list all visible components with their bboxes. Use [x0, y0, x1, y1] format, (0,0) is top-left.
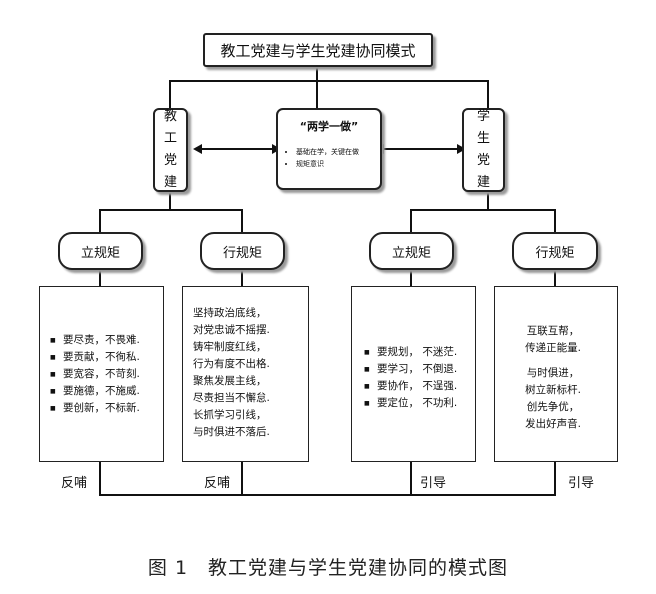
faculty-party-char: 教 — [163, 109, 177, 124]
figure-caption: 图 1 教工党建与学生党建协同的模式图 — [147, 557, 509, 579]
connector-line — [200, 148, 274, 150]
diagram-title-box: 教工党建与学生党建协同模式 — [203, 33, 433, 67]
rules-box-2: 坚持政治底线， 对党忠诚不摇摆. 铸牢制度红线， 行为有度不出格. 聚焦发展主线… — [182, 286, 309, 462]
rule-item: 要创新，不标新. — [50, 400, 163, 417]
footer-label-feedback-left: 反哺 — [61, 472, 88, 491]
faculty-party-node: 教工党建 — [153, 108, 188, 192]
rule-item: 创先争优， — [526, 401, 580, 413]
rules-box-1: 要尽责，不畏难. 要贡献，不徇私. 要宽容，不苛刻. 要施德，不施威. 要创新，… — [39, 286, 164, 462]
connector-line — [99, 209, 101, 232]
connector-line — [169, 192, 171, 210]
rule-item: 发出好声音. — [525, 418, 581, 430]
rule-item: 对党忠诚不摇摆. — [193, 324, 270, 336]
rule-item: 行为有度不出格. — [193, 358, 270, 370]
connector-line — [241, 270, 243, 286]
connector-line — [382, 148, 460, 150]
pill-set-rules-right: 立规矩 — [369, 232, 454, 270]
connector-line — [241, 461, 243, 495]
pill-follow-rules-left: 行规矩 — [200, 232, 285, 270]
connector-line — [316, 80, 318, 108]
student-party-char: 建 — [476, 175, 490, 190]
connector-line — [410, 209, 555, 211]
pill-label: 立规矩 — [80, 245, 120, 261]
connector-line — [316, 67, 318, 81]
center-item: 基础在学，关键在做 — [296, 146, 374, 158]
pill-label: 行规矩 — [222, 245, 262, 261]
footer-label-guide-left: 引导 — [420, 472, 447, 491]
pill-label: 行规矩 — [535, 245, 575, 261]
rule-item: 尽责担当不懈怠. — [193, 392, 270, 404]
pill-label: 立规矩 — [391, 245, 431, 261]
faculty-party-char: 党 — [163, 153, 177, 168]
rule-item: 要贡献，不徇私. — [50, 349, 163, 366]
rule-item: 要施德，不施威. — [50, 383, 163, 400]
faculty-party-char: 建 — [163, 175, 177, 190]
rule-item: 聚焦发展主线， — [193, 375, 267, 387]
two-studies-one-action-box: “两学一做” 基础在学，关键在做 规矩意识 — [276, 108, 382, 190]
rule-item: 与时俱进， — [526, 367, 580, 379]
rule-item: 要规划， 不迷茫. — [364, 344, 475, 361]
student-party-char: 学 — [476, 109, 490, 124]
rule-item: 要定位， 不功利. — [364, 395, 475, 412]
connector-line — [554, 209, 556, 232]
rules-box-4: 互联互帮， 传递正能量. 与时俱进， 树立新标杆. 创先争优， 发出好声音. — [494, 286, 618, 462]
connector-line — [99, 270, 101, 286]
pill-follow-rules-right: 行规矩 — [512, 232, 598, 270]
center-title: “两学一做” — [299, 120, 359, 133]
connector-line — [410, 209, 412, 232]
footer-label-feedback-right: 反哺 — [204, 472, 231, 491]
rule-item: 坚持政治底线， — [193, 307, 267, 319]
rule-item: 传递正能量. — [525, 342, 581, 354]
rule-item: 要协作， 不逞强. — [364, 378, 475, 395]
connector-line — [169, 80, 488, 82]
connector-line — [99, 461, 101, 495]
connector-line — [241, 209, 243, 232]
rule-item: 与时俱进不落后. — [193, 426, 270, 438]
connector-line — [99, 209, 242, 211]
rule-item: 长抓学习引线， — [193, 409, 267, 421]
rule-item: 铸牢制度红线， — [193, 341, 267, 353]
rule-item: 要学习， 不倒退. — [364, 361, 475, 378]
connector-line — [487, 80, 489, 108]
connector-line — [99, 494, 556, 496]
rule-item: 要宽容，不苛刻. — [50, 366, 163, 383]
student-party-char: 生 — [476, 131, 490, 146]
rule-item: 要尽责，不畏难. — [50, 332, 163, 349]
pill-set-rules-left: 立规矩 — [58, 232, 143, 270]
footer-label-guide-right: 引导 — [568, 476, 595, 491]
rule-item: 互联互帮， — [526, 325, 580, 337]
diagram-title: 教工党建与学生党建协同模式 — [220, 41, 416, 60]
connector-line — [554, 461, 556, 495]
student-party-char: 党 — [476, 153, 490, 168]
rules-box-3: 要规划， 不迷茫. 要学习， 不倒退. 要协作， 不逞强. 要定位， 不功利. — [351, 286, 476, 462]
connector-line — [554, 270, 556, 286]
connector-line — [169, 80, 171, 108]
faculty-party-char: 工 — [163, 131, 177, 146]
connector-line — [410, 270, 412, 286]
center-item: 规矩意识 — [296, 158, 374, 170]
rule-item: 树立新标杆. — [525, 384, 581, 396]
student-party-node: 学生党建 — [462, 108, 505, 192]
connector-line — [410, 461, 412, 495]
connector-line — [487, 192, 489, 210]
